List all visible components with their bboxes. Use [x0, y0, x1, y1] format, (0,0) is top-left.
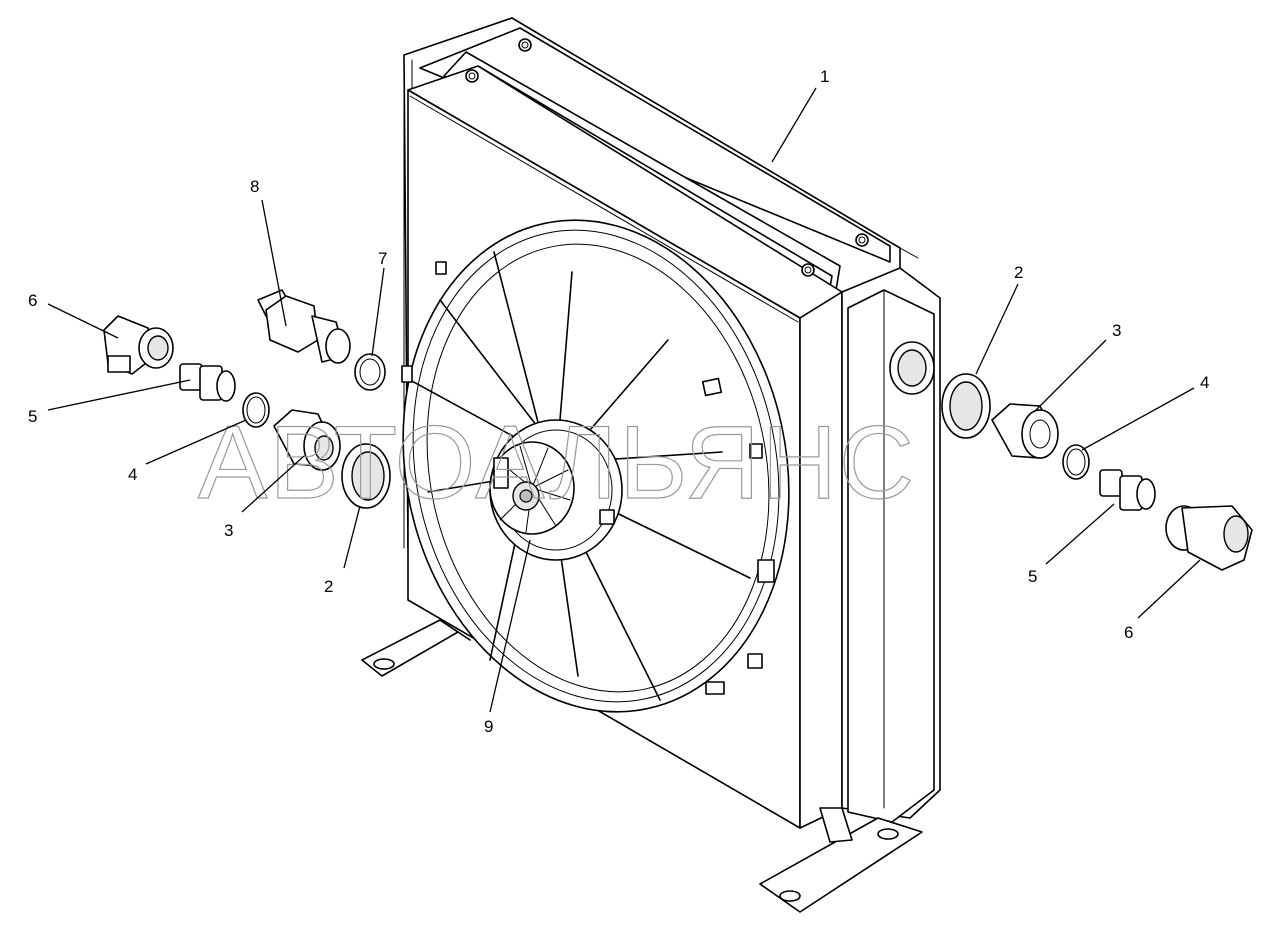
- callout-4-left: 4: [128, 465, 137, 484]
- fitting-adapter-left: [179, 363, 236, 402]
- temperature-sensor-8: [257, 289, 351, 364]
- callout-2-left: 2: [324, 577, 333, 596]
- callout-6-left: 6: [28, 291, 37, 310]
- callout-5-right: 5: [1028, 567, 1037, 586]
- o-ring-small-left: [242, 392, 270, 428]
- callout-3-left: 3: [224, 521, 233, 540]
- nut-right: [991, 403, 1059, 459]
- o-ring-small-right: [1062, 444, 1090, 480]
- callout-6-right: 6: [1124, 623, 1133, 642]
- callout-8: 8: [250, 177, 259, 196]
- leader-lines: [47, 87, 1201, 713]
- nut-left: [273, 409, 341, 471]
- callout-labels: 1 8 7 6 5 4 3 2 9 2 3 4 5 6: [28, 67, 1209, 736]
- callout-9: 9: [484, 717, 493, 736]
- callout-5-left: 5: [28, 407, 37, 426]
- callout-3-right: 3: [1112, 321, 1121, 340]
- callout-2-right: 2: [1014, 263, 1023, 282]
- callout-7: 7: [378, 249, 387, 268]
- callout-1: 1: [820, 67, 829, 86]
- seal-ring-large-left: [341, 443, 391, 509]
- fitting-elbow-left: [103, 315, 174, 375]
- o-ring-7: [354, 353, 386, 391]
- watermark-text: АВТОАЛЬЯНС: [198, 405, 916, 521]
- callout-4-right: 4: [1200, 373, 1209, 392]
- fitting-elbow-right: [1165, 505, 1253, 571]
- fitting-adapter-right: [1099, 469, 1156, 511]
- fan-assembly: [401, 219, 790, 713]
- seal-ring-large-right: [941, 373, 991, 439]
